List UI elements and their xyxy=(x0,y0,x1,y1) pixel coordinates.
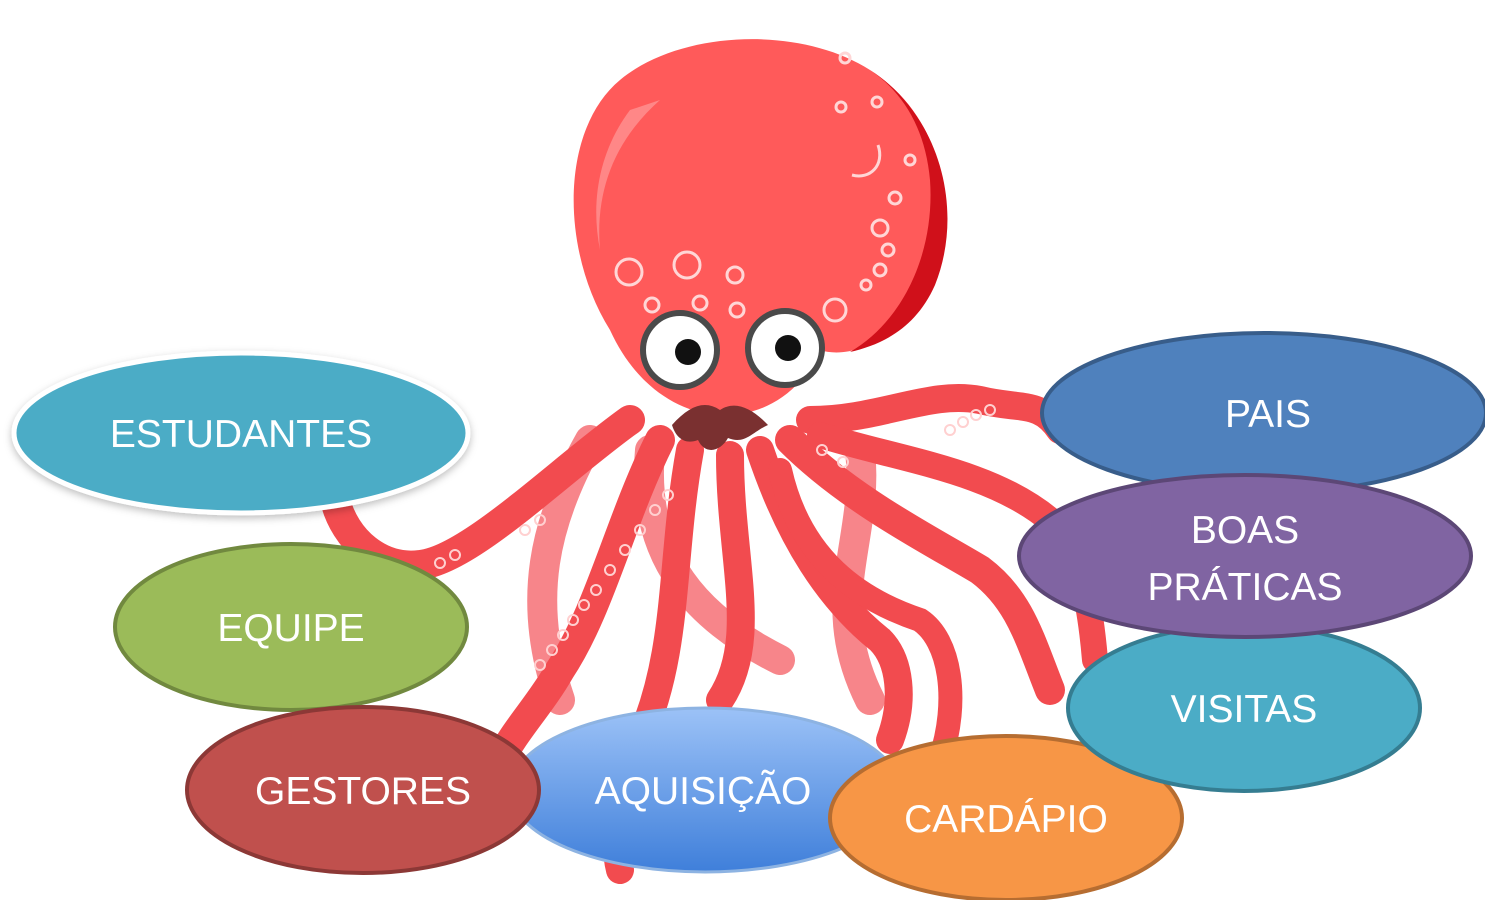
node-boas-praticas-label-line2: PRÁTICAS xyxy=(1147,566,1342,609)
node-visitas: VISITAS xyxy=(1068,625,1420,791)
node-equipe: EQUIPE xyxy=(115,544,467,710)
node-cardapio-label: CARDÁPIO xyxy=(904,798,1108,841)
node-estudantes: ESTUDANTES xyxy=(14,353,468,513)
node-pais-label: PAIS xyxy=(1225,393,1311,436)
node-visitas-label: VISITAS xyxy=(1171,688,1318,731)
node-gestores: GESTORES xyxy=(187,707,539,873)
node-boas-praticas: BOAS PRÁTICAS xyxy=(1019,475,1471,637)
node-gestores-label: GESTORES xyxy=(255,770,471,813)
node-pais: PAIS xyxy=(1042,333,1485,493)
node-aquisicao-label: AQUISIÇÃO xyxy=(595,770,812,813)
node-estudantes-label: ESTUDANTES xyxy=(110,413,372,456)
node-boas-praticas-label-line1: BOAS xyxy=(1191,509,1299,552)
node-equipe-label: EQUIPE xyxy=(217,607,364,650)
